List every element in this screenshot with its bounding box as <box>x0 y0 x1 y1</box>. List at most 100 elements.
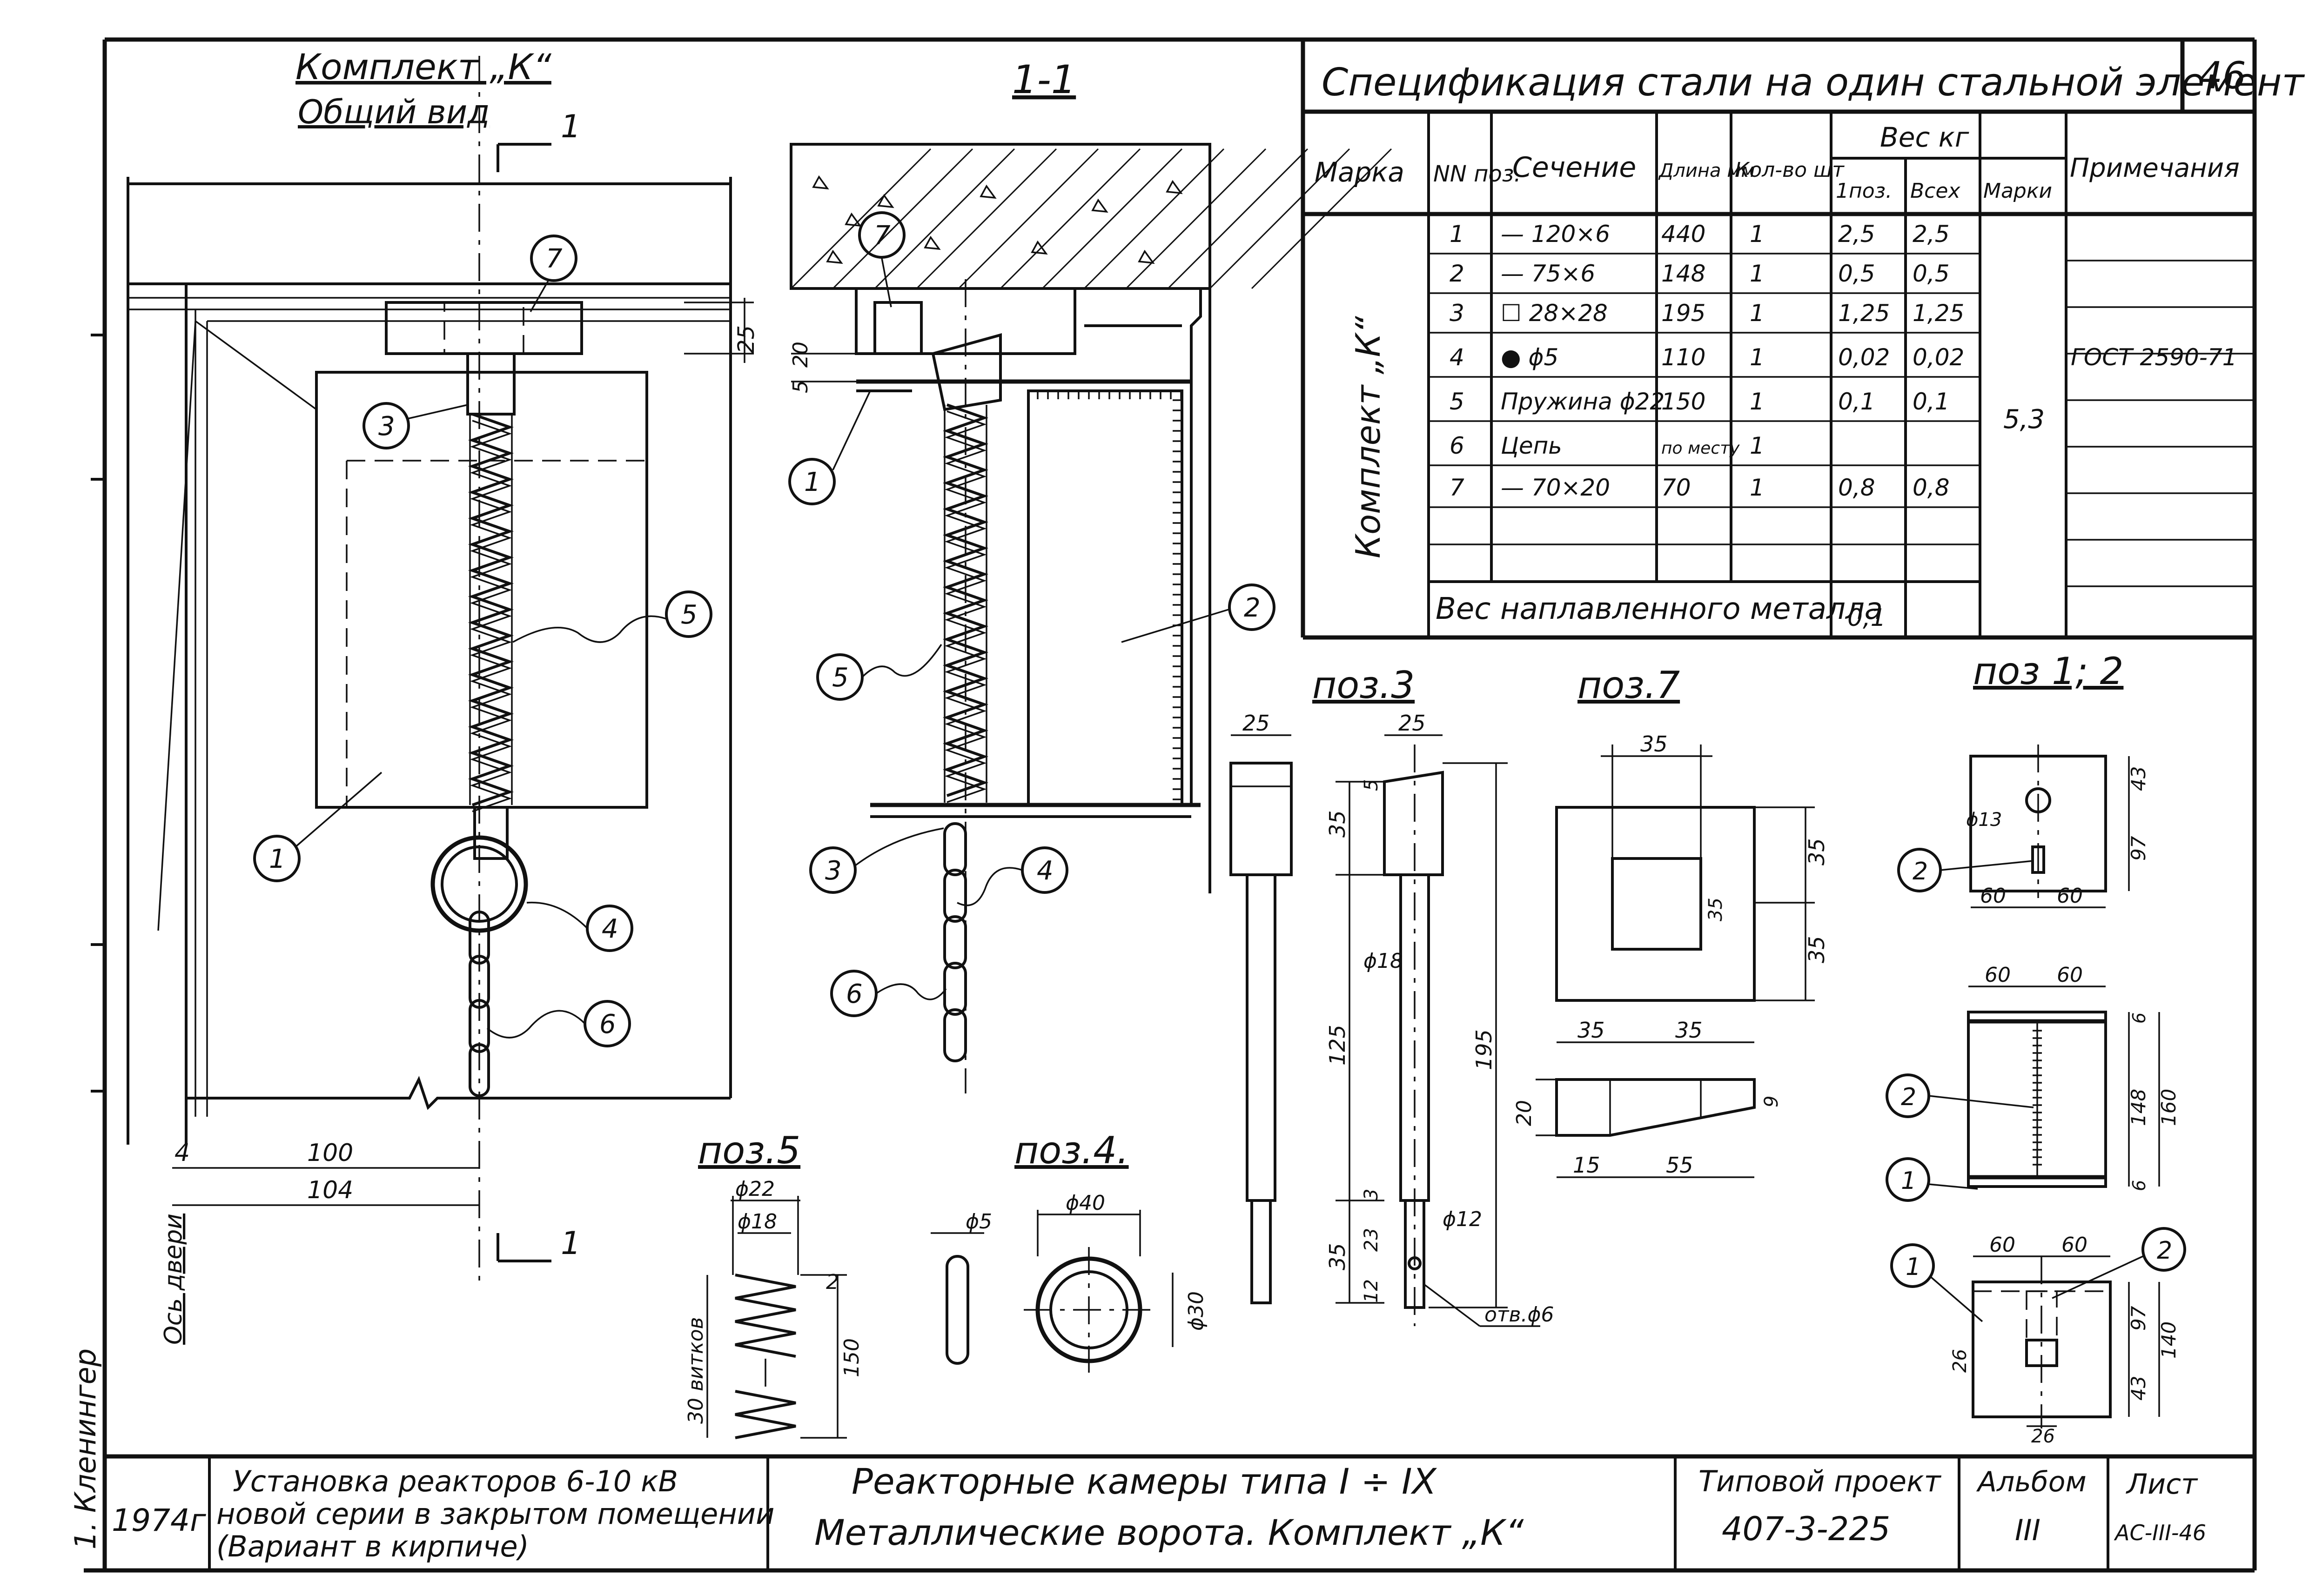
poz7-dim-a: 35 <box>1640 731 1668 757</box>
gv-dim-25: 25 <box>733 325 759 354</box>
sheet-number: 46 <box>2199 54 2246 97</box>
sv-callout-7: 7 <box>858 211 906 308</box>
tb-project-no: 407-3-225 <box>1722 1510 1890 1548</box>
poz7-dim-d: 35 <box>1705 898 1726 921</box>
slab-hatch-line <box>790 148 932 289</box>
title-block <box>105 1454 2255 1570</box>
poz12-dim-60d: 60 <box>2057 963 2083 987</box>
spec-row-7-w_one: 0,8 <box>1838 474 1875 501</box>
poz5-dim-150: 150 <box>840 1338 864 1377</box>
tb-album-label: Альбом <box>1976 1466 2087 1498</box>
spec-row-1-section: — 120×6 <box>1501 221 1610 248</box>
poz5-coil-bottom <box>735 1390 796 1439</box>
poz5-title: поз.5 <box>698 1129 800 1172</box>
poz12-callout-1-bot: 1 <box>1890 1243 1983 1322</box>
slab-hatch-line <box>1000 148 1141 289</box>
slab-hatch-line <box>1209 148 1350 289</box>
poz12-callout-2-top-label: 2 <box>1913 858 1928 885</box>
spec-row-1-pos: 1 <box>1450 221 1464 248</box>
gv-dim-4: 4 <box>175 1139 190 1167</box>
poz12-drawing <box>1967 744 2160 1428</box>
tb-desc-2: новой серии в закрытом помещении <box>216 1497 774 1531</box>
spec-row-7-length: 70 <box>1661 474 1691 501</box>
slab-hatch <box>790 148 1392 289</box>
spec-header-w-all: Всех <box>1910 179 1960 203</box>
gv-section-mark-top: 1 <box>561 108 581 145</box>
spec-header-section: Сечение <box>1512 151 1636 184</box>
poz3-dim-phi18: ϕ18 <box>1363 949 1403 973</box>
poz7-dim-9: 9 <box>1761 1096 1782 1107</box>
spec-row-7-w_all: 0,8 <box>1913 474 1950 501</box>
spec-row-3-w_one: 1,25 <box>1838 300 1890 327</box>
gv-callout-6: 6 <box>486 1000 631 1047</box>
poz3-dim-3: 3 <box>1361 1189 1382 1200</box>
slab-aggregate <box>845 212 862 227</box>
sv-callout-7-label: 7 <box>874 221 891 251</box>
spec-row-7-section: — 70×20 <box>1501 474 1610 501</box>
plate2-ticks <box>1037 391 1182 800</box>
poz5-drawing <box>706 1196 847 1439</box>
poz5-dim-phi18: ϕ18 <box>738 1210 777 1234</box>
poz7-dim-f: 35 <box>1675 1018 1703 1043</box>
poz3-dim-25a: 25 <box>1242 711 1270 736</box>
poz4-dim-phi40: ϕ40 <box>1066 1191 1105 1215</box>
general-view-spring <box>468 413 514 812</box>
poz3-dim-23: 23 <box>1361 1228 1382 1252</box>
slab-aggregate <box>1091 198 1108 213</box>
poz12-callout-2-top: 2 <box>1897 848 2034 892</box>
poz5-spring <box>735 1274 796 1439</box>
poz5-dim-phi22: ϕ22 <box>735 1177 775 1201</box>
spec-header-pos: NN поз. <box>1433 161 1521 187</box>
spec-row-3-pos: 3 <box>1450 300 1464 327</box>
poz12-title: поз 1; 2 <box>1973 650 2123 693</box>
sv-spring-coil-back <box>944 410 987 803</box>
spec-row-5-w_one: 0,1 <box>1838 388 1875 415</box>
poz4-dim-phi30: ϕ30 <box>1184 1291 1208 1331</box>
spec-row-1-qty: 1 <box>1750 221 1765 248</box>
poz3-dim-12: 12 <box>1361 1279 1382 1303</box>
poz12-weld <box>2033 1030 2042 1166</box>
tb-sheet-label: Лист <box>2126 1468 2198 1501</box>
spec-row-5-length: 150 <box>1661 388 1705 415</box>
spec-row-5-section: Пружина ϕ22 <box>1501 388 1665 415</box>
poz12-dim-160: 160 <box>2157 1089 2180 1126</box>
general-view-title: Комплект „К“ <box>295 46 551 87</box>
spec-row-5-w_all: 0,1 <box>1913 388 1950 415</box>
poz12-dim-43a: 43 <box>2127 766 2150 791</box>
spec-row-4-pos: 4 <box>1450 344 1464 371</box>
tb-project-label: Типовой проект <box>1698 1464 1942 1498</box>
spec-row-4-length: 110 <box>1661 344 1705 371</box>
sv-spring-coil <box>942 403 989 797</box>
poz4-dim-phi5: ϕ5 <box>966 1210 992 1234</box>
slab-hatch-line <box>1251 148 1392 289</box>
poz3-dim-phi12: ϕ12 <box>1443 1207 1482 1231</box>
tb-title-2: Металлические ворота. Комплект „К“ <box>814 1512 1524 1553</box>
slab-aggregate <box>980 184 997 199</box>
poz5-coil-top <box>735 1274 796 1358</box>
spec-header-weight: Вес кг <box>1880 121 1969 153</box>
sv-callout-1-label: 1 <box>804 467 821 497</box>
tb-sheet-no: АС-III-46 <box>2114 1520 2206 1545</box>
poz3-dim-5: 5 <box>1361 779 1382 791</box>
spec-row-7-qty: 1 <box>1750 474 1765 501</box>
poz12-dim-97b: 97 <box>2127 1306 2150 1331</box>
spec-header-length: Длина мм <box>1658 160 1755 181</box>
gv-callout-5-label: 5 <box>681 600 698 630</box>
poz12-dim-148: 148 <box>2127 1089 2150 1126</box>
section-view-drawing <box>790 143 1392 1093</box>
sv-callout-2: 2 <box>1121 583 1275 643</box>
section-view-title: 1-1 <box>1012 57 1076 102</box>
spec-row-4-note: ГОСТ 2590-71 <box>2071 344 2237 371</box>
spec-row-6-section: Цепь <box>1501 432 1562 459</box>
slab-aggregate <box>1138 249 1155 264</box>
sv-callout-6: 6 <box>830 970 947 1017</box>
poz12-dim-60f: 60 <box>2061 1233 2087 1257</box>
section-view-spring <box>942 403 989 803</box>
poz12-dim-140: 140 <box>2157 1321 2180 1359</box>
poz12-callout-2-bot: 2 <box>2052 1227 2186 1299</box>
spec-header-w-mark: Марки <box>1983 179 2052 203</box>
poz12-dim-phi13: ϕ13 <box>1966 809 2002 831</box>
slab-hatch-line <box>958 148 1099 289</box>
spec-row-3-w_all: 1,25 <box>1913 300 1964 327</box>
sv-dim-20: 20 <box>789 342 812 368</box>
